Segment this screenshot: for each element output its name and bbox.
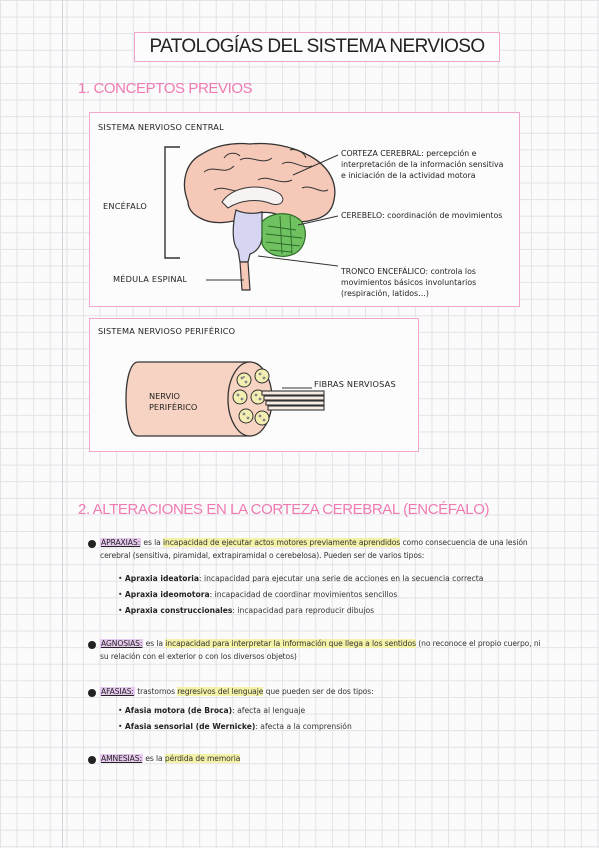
agnosias-term: AGNOSIAS: — [100, 639, 144, 648]
apraxias-text-2: como consecuencia de una lesión cerebral… — [100, 538, 528, 560]
cerebelo-note: CEREBELO: coordinación de movimientos — [341, 211, 503, 220]
corteza-line-2: interpretación de la información sensiti… — [341, 160, 504, 169]
afasia-subitem: • Afasia motora (de Broca): afecta al le… — [118, 706, 306, 715]
subitem-term: Afasia sensorial (de Wernicke) — [124, 722, 256, 731]
notebook-margin-line — [62, 0, 63, 848]
afasias-text-2: que pueden ser de dos tipos: — [263, 687, 374, 696]
subitem-term: Afasia motora (de Broca) — [124, 706, 233, 715]
afasias-term: AFASIAS: — [100, 687, 135, 696]
apraxia-subitem: • Apraxia ideatoria: incapacidad para ej… — [118, 574, 484, 583]
section-heading-2: 2. ALTERACIONES EN LA CORTEZA CEREBRAL (… — [78, 501, 490, 518]
bullet-dot — [88, 756, 96, 764]
afasias-paragraph: AFASIAS: trastornos regresivos del lengu… — [100, 685, 546, 698]
subitem-term: Apraxia construccionales — [124, 606, 233, 615]
page-title: PATOLOGÍAS DEL SISTEMA NERVIOSO — [134, 32, 500, 62]
bullet-dot — [88, 540, 96, 548]
apraxias-text-1: es la — [141, 538, 163, 547]
corteza-note: CORTEZA CEREBRAL: percepción e interpret… — [341, 148, 503, 181]
amnesias-text-1: es la — [142, 754, 165, 763]
subitem-text: : incapacidad de coordinar movimientos s… — [209, 590, 398, 599]
subitem-term: Apraxia ideomotora — [124, 590, 210, 599]
apraxias-paragraph: APRAXIAS: es la incapacidad de ejecutar … — [100, 536, 546, 562]
snp-heading: SISTEMA NERVIOSO PERIFÉRICO — [98, 326, 236, 336]
medula-label: MÉDULA ESPINAL — [113, 274, 188, 284]
nervio-line-1: NERVIO — [149, 391, 180, 401]
afasias-highlight: regresivos del lenguaje — [177, 687, 264, 696]
agnosias-highlight: incapacidad para interpretar la informac… — [165, 639, 416, 648]
apraxias-term: APRAXIAS: — [100, 538, 142, 547]
apraxia-subitem: • Apraxia ideomotora: incapacidad de coo… — [118, 590, 398, 599]
tronco-line-2: movimientos básicos involuntarios — [341, 278, 477, 287]
subitem-term: Apraxia ideatoria — [124, 574, 199, 583]
afasia-subitem: • Afasia sensorial (de Wernicke): afecta… — [118, 722, 352, 731]
agnosias-text-1: es la — [143, 639, 166, 648]
subitem-text: : afecta a la comprensión — [255, 722, 352, 731]
apraxias-highlight: incapacidad de ejecutar actos motores pr… — [163, 538, 401, 547]
subitem-text: : afecta al lenguaje — [232, 706, 306, 715]
page-title-text: PATOLOGÍAS DEL SISTEMA NERVIOSO — [149, 36, 485, 57]
nervio-label: NERVIO PERIFÉRICO — [149, 391, 197, 413]
apraxia-subitem: • Apraxia construccionales: incapacidad … — [118, 606, 375, 615]
subitem-text: : incapacidad para reproducir dibujos — [232, 606, 375, 615]
bullet-dot — [88, 689, 96, 697]
section-heading-1: 1. CONCEPTOS PREVIOS — [78, 80, 253, 97]
agnosias-text-2: (no reconoce el propio cuerpo, ni su rel… — [100, 639, 541, 661]
bullet-dot — [88, 641, 96, 649]
amnesias-paragraph: AMNESIAS: es la pérdida de memoria — [100, 752, 546, 765]
afasias-text-1: trastornos — [134, 687, 178, 696]
fibras-label: FIBRAS NERVIOSAS — [314, 379, 396, 389]
tronco-line-3: (respiración, latidos…) — [341, 289, 429, 298]
nervio-line-2: PERIFÉRICO — [149, 402, 198, 412]
tronco-line-1: TRONCO ENCEFÁLICO: controla los — [341, 267, 476, 276]
snc-heading: SISTEMA NERVIOSO CENTRAL — [98, 122, 224, 132]
tronco-note: TRONCO ENCEFÁLICO: controla los movimien… — [341, 266, 476, 299]
corteza-line-1: CORTEZA CEREBRAL: percepción e — [341, 149, 477, 158]
amnesias-highlight: pérdida de memoria — [164, 754, 241, 763]
agnosias-paragraph: AGNOSIAS: es la incapacidad para interpr… — [100, 637, 546, 663]
amnesias-term: AMNESIAS: — [100, 754, 143, 763]
subitem-text: : incapacidad para ejecutar una serie de… — [199, 574, 484, 583]
corteza-line-3: e iniciación de la actividad motora — [341, 171, 476, 180]
encefalo-label: ENCÉFALO — [103, 201, 148, 211]
